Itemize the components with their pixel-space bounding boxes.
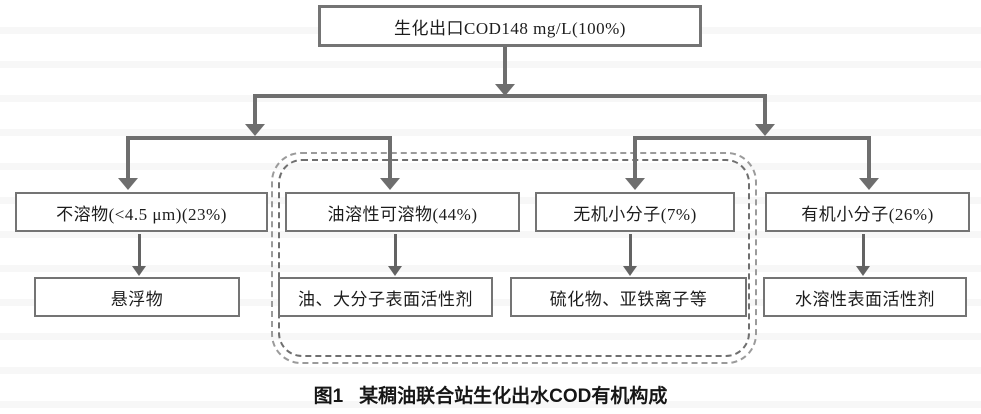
arrowhead-to-surfactant	[388, 266, 402, 276]
node-sulfide-ferrous-ions: 硫化物、亚铁离子等	[510, 277, 747, 317]
connector-root-stub	[503, 47, 507, 86]
arrowhead-oil-soluble	[380, 178, 400, 190]
connector-drop-insoluble	[126, 136, 130, 179]
node-oil-soluble-matter: 油溶性可溶物(44%)	[285, 192, 520, 232]
node-root-cod-total: 生化出口COD148 mg/L(100%)	[318, 5, 702, 47]
dashed-group-outline-outer	[271, 152, 757, 364]
node-water-soluble-surfactant: 水溶性表面活性剂	[763, 277, 967, 317]
connector-level2-right-horizontal	[633, 136, 871, 140]
connector-level1-left-stub	[253, 94, 257, 125]
arrowhead-to-suspended	[132, 266, 146, 276]
figure-caption-title: 某稠油联合站生化出水COD有机构成	[359, 386, 668, 407]
node-suspended-solids: 悬浮物	[34, 277, 240, 317]
figure-caption: 图1 某稠油联合站生化出水COD有机构成	[0, 381, 981, 408]
arrowhead-level1-right	[755, 124, 775, 136]
node-organic-small-molecules: 有机小分子(26%)	[765, 192, 970, 232]
arrowhead-organic	[859, 178, 879, 190]
connector-drop-oil-soluble	[388, 136, 392, 179]
arrow-oilsoluble-to-surfactant	[394, 234, 397, 267]
arrowhead-to-watersoluble	[856, 266, 870, 276]
connector-drop-organic	[867, 136, 871, 179]
arrowhead-inorganic	[625, 178, 645, 190]
arrow-insoluble-to-suspended	[138, 234, 141, 267]
dashed-group-outline-inner	[278, 159, 750, 357]
node-inorganic-small-molecules: 无机小分子(7%)	[535, 192, 735, 232]
arrowhead-root	[495, 84, 515, 96]
arrow-organic-to-watersoluble	[862, 234, 865, 267]
connector-drop-inorganic	[633, 136, 637, 179]
node-insoluble-matter: 不溶物(<4.5 μm)(23%)	[15, 192, 268, 232]
node-oil-macromolecular-surfactant: 油、大分子表面活性剂	[278, 277, 493, 317]
arrowhead-to-sulfide	[623, 266, 637, 276]
connector-level1-right-stub	[763, 94, 767, 125]
arrowhead-insoluble	[118, 178, 138, 190]
connector-level2-left-horizontal	[126, 136, 392, 140]
arrow-inorganic-to-sulfide	[629, 234, 632, 267]
arrowhead-level1-left	[245, 124, 265, 136]
figure-caption-number: 图1	[313, 386, 344, 407]
connector-level1-horizontal	[253, 94, 767, 98]
